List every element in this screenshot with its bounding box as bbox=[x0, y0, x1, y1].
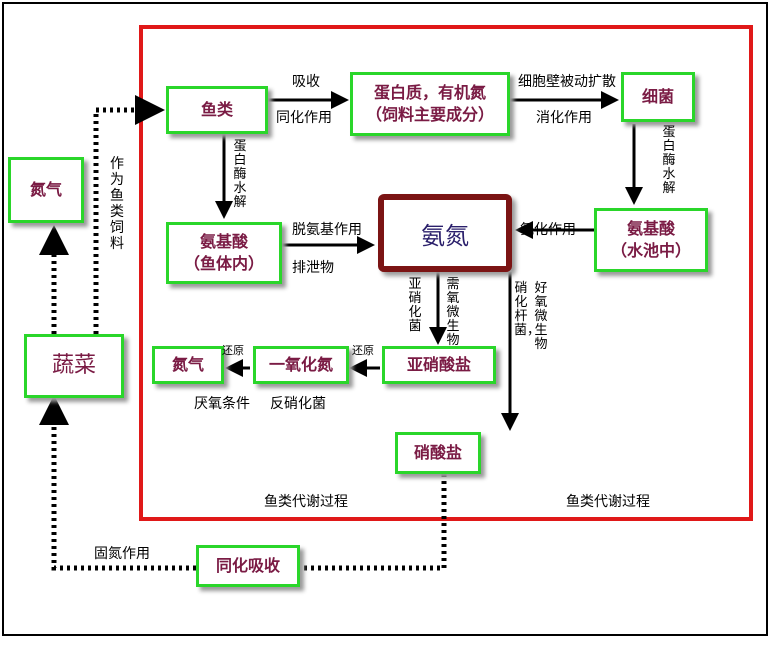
label-protease-left: 蛋白酶水解 bbox=[233, 139, 247, 210]
label-reduction-1: 还原 bbox=[222, 344, 244, 357]
label-aerobic-microbes: 需氧微生物 bbox=[446, 277, 460, 348]
node-ammonia: 氨氮 bbox=[378, 194, 512, 272]
label-aerobic-microbes-2: 好氧微生物 bbox=[534, 281, 548, 352]
node-vegetables: 蔬菜 bbox=[24, 334, 124, 398]
label-reduction-2: 还原 bbox=[352, 344, 374, 357]
node-nitrate-label: 硝酸盐 bbox=[413, 443, 462, 462]
label-assimilate: 同化作用 bbox=[276, 110, 332, 126]
label-nitrogen-fixation: 固氮作用 bbox=[94, 546, 150, 562]
label-denitrifying: 反硝化菌 bbox=[270, 396, 326, 412]
node-nitrite: 亚硝酸盐 bbox=[382, 346, 496, 384]
node-nitrite-label: 亚硝酸盐 bbox=[406, 355, 471, 374]
node-bacteria: 细菌 bbox=[621, 72, 695, 122]
label-cell-wall: 细胞壁被动扩散 bbox=[518, 74, 616, 90]
label-as-feed: 作为鱼类饲料 bbox=[110, 156, 124, 252]
node-assimilation: 同化吸收 bbox=[196, 545, 300, 587]
label-ammonification: 氨化作用 bbox=[520, 222, 576, 238]
outer-frame bbox=[2, 2, 768, 636]
label-protease-right: 蛋白酶水解 bbox=[662, 125, 676, 196]
node-amino-pool-line1: 氨基酸 bbox=[626, 219, 675, 238]
dotted-nitrate-to-assim bbox=[302, 474, 447, 571]
node-amino-fish-line1: 氨基酸 bbox=[199, 232, 248, 251]
node-amino-fish: 氨基酸 （鱼体内） bbox=[166, 222, 282, 284]
node-assimilation-label: 同化吸收 bbox=[215, 556, 280, 575]
dotted-assim-to-veg bbox=[39, 395, 196, 571]
label-excretion: 排泄物 bbox=[292, 260, 334, 276]
label-metabolism-left: 鱼类代谢过程 bbox=[264, 494, 348, 510]
node-nitrate: 硝酸盐 bbox=[395, 432, 481, 474]
dotted-veg-to-fish bbox=[93, 95, 165, 334]
node-fish: 鱼类 bbox=[166, 86, 268, 134]
node-amino-fish-line2: （鱼体内） bbox=[183, 254, 264, 273]
node-protein-line2: （饲料主要成分） bbox=[365, 105, 494, 124]
label-absorb: 吸收 bbox=[292, 74, 320, 90]
label-anaerobic: 厌氧条件 bbox=[194, 396, 250, 412]
node-vegetables-label: 蔬菜 bbox=[51, 353, 96, 378]
node-amino-pool: 氨基酸 （水池中） bbox=[594, 208, 708, 272]
node-nitrogen-gas-inner-label: 氮气 bbox=[171, 355, 204, 374]
node-fish-label: 鱼类 bbox=[200, 100, 233, 119]
node-bacteria-label: 细菌 bbox=[641, 87, 674, 106]
node-nitrogen-gas-inner: 氮气 bbox=[152, 346, 224, 384]
label-nitrifying-bacteria: 硝化杆菌， bbox=[514, 281, 541, 338]
label-nitrite-bacteria: 亚硝化菌 bbox=[408, 277, 422, 334]
label-deamination: 脱氨基作用 bbox=[292, 222, 362, 238]
node-nitrogen-gas-left: 氮气 bbox=[8, 157, 84, 223]
node-ammonia-label: 氨氮 bbox=[421, 221, 469, 250]
node-protein-line1: 蛋白质，有机氮 bbox=[373, 83, 486, 102]
node-nitrogen-gas-left-label: 氮气 bbox=[29, 180, 62, 199]
label-metabolism-right: 鱼类代谢过程 bbox=[566, 494, 650, 510]
node-amino-pool-line2: （水池中） bbox=[610, 241, 691, 260]
node-nitric-oxide-label: 一氧化氮 bbox=[268, 355, 333, 374]
node-nitric-oxide: 一氧化氮 bbox=[253, 346, 349, 384]
label-digestion: 消化作用 bbox=[536, 110, 592, 126]
node-protein: 蛋白质，有机氮 （饲料主要成分） bbox=[350, 72, 510, 136]
